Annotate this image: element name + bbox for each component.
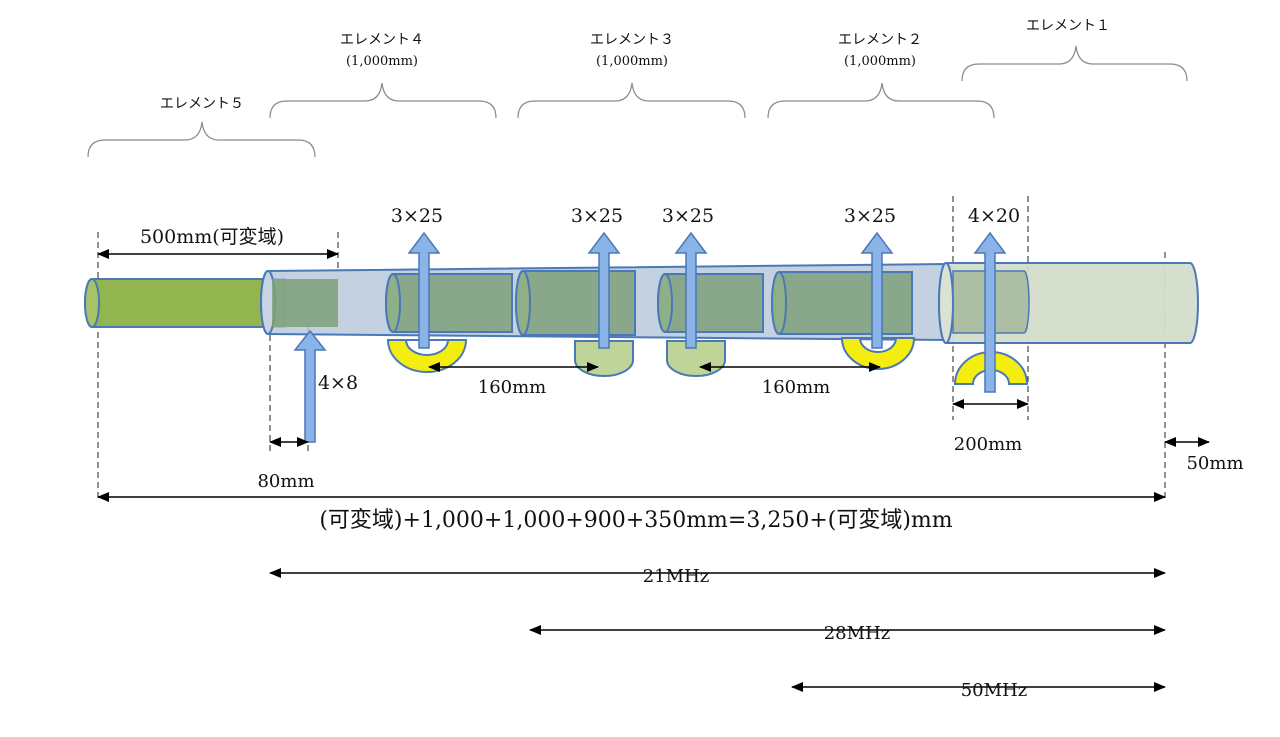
inner-tube-e4 <box>385 273 513 333</box>
tube-assembly <box>84 262 1199 344</box>
inner-tube-e4-end <box>385 273 401 333</box>
element-1-tube-end <box>938 262 954 344</box>
element-3-brace <box>517 82 746 119</box>
element-2-brace <box>767 82 995 119</box>
element-2-length: (1,000mm) <box>844 54 916 69</box>
dim-variable-label: 500mm(可変域) <box>140 226 284 248</box>
element-3-length: (1,000mm) <box>596 54 668 69</box>
element-5-overlap <box>272 279 338 327</box>
pipe-size-labels: 3×25 3×25 3×25 3×25 4×20 4×8 <box>318 205 1020 394</box>
element-5-tube <box>84 278 286 328</box>
dim-50-label: 50mm <box>1186 453 1243 474</box>
band-50mhz-label: 50MHz <box>961 680 1028 701</box>
element-1-label: エレメント１ <box>1026 18 1110 34</box>
size-label-e1: 4×20 <box>968 205 1020 227</box>
element-5-tube-end <box>84 278 100 328</box>
element-4-brace <box>269 82 497 119</box>
element-3-label: エレメント３ <box>590 32 674 48</box>
inner-tube-e3-right-end <box>657 273 673 333</box>
screw-arrow-e1 <box>973 231 1007 393</box>
element-2-group: エレメント２ (1,000mm) <box>767 32 995 119</box>
screw-arrow-e3-left <box>587 231 621 349</box>
band-28mhz-label: 28MHz <box>824 623 891 644</box>
dim-160-right-label: 160mm <box>762 377 831 398</box>
screw-arrow-e5 <box>293 329 327 443</box>
size-label-e3-left: 3×25 <box>571 205 623 227</box>
element-4-group: エレメント４ (1,000mm) <box>269 32 497 119</box>
element-1-brace <box>961 45 1188 82</box>
dimension-lines: 500mm(可変域) 80mm 160mm 160mm 200mm 50mm (… <box>97 226 1244 533</box>
dim-total-label: (可変域)+1,000+1,000+900+350mm=3,250+(可変域)m… <box>319 508 952 533</box>
dim-200-label: 200mm <box>954 434 1023 455</box>
inner-tube-e3-left <box>515 270 636 336</box>
inner-tube-e3-left-end <box>515 270 531 336</box>
size-label-e4: 3×25 <box>391 205 443 227</box>
size-label-e3-right: 3×25 <box>662 205 714 227</box>
screw-arrow-e2 <box>860 231 894 349</box>
band-21mhz-label: 21MHz <box>643 566 710 587</box>
element-5-group: エレメント５ <box>87 96 316 158</box>
element-5-label: エレメント５ <box>160 96 244 112</box>
inner-tube-e3-right <box>657 273 764 333</box>
element-2-label: エレメント２ <box>838 32 922 48</box>
element-4-label: エレメント４ <box>340 32 424 48</box>
inner-tube-e2 <box>771 271 913 335</box>
size-label-e5: 4×8 <box>318 372 358 394</box>
inner-tube-e2-end <box>771 271 787 335</box>
screw-arrow-e4 <box>407 231 441 349</box>
element-5-brace <box>87 121 316 158</box>
screw-arrow-e3-right <box>674 231 708 349</box>
frequency-bands: 21MHz 28MHz 50MHz <box>269 566 1166 701</box>
size-label-e2: 3×25 <box>844 205 896 227</box>
screw-arrows <box>293 231 1007 443</box>
element-1-group: エレメント１ <box>961 18 1188 82</box>
element-3-group: エレメント３ (1,000mm) <box>517 32 746 119</box>
dim-80-label: 80mm <box>257 471 314 492</box>
element-4-length: (1,000mm) <box>346 54 418 69</box>
dim-160-left-label: 160mm <box>478 377 547 398</box>
